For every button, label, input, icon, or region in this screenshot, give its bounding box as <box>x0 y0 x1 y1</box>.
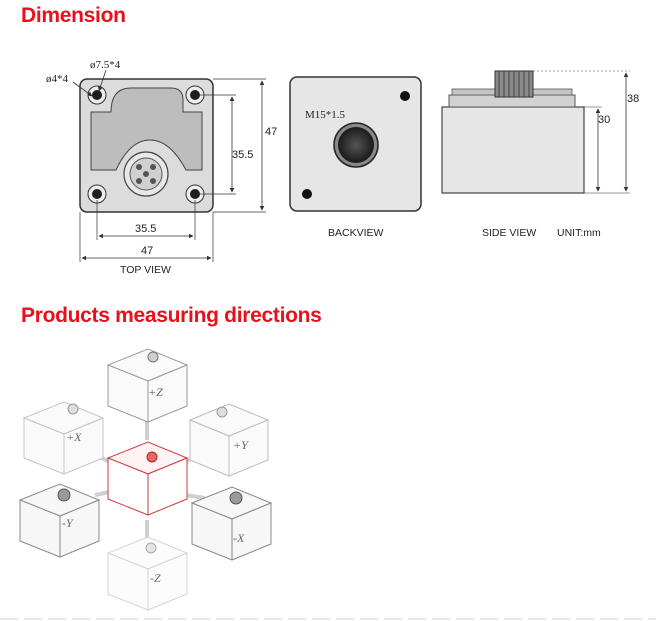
top-height-inner: 35.5 <box>232 149 253 161</box>
top-width-outer: 47 <box>141 245 153 257</box>
hole-label-inner: ø4*4 <box>46 73 69 85</box>
top-view-caption: TOP VIEW <box>120 264 171 276</box>
dimension-title: Dimension <box>21 4 126 27</box>
axis-minus-x: -X <box>233 531 245 545</box>
top-height-outer: 47 <box>265 126 277 138</box>
mount-hole-icon <box>92 189 102 199</box>
top-view-drawing <box>72 69 266 262</box>
screw-icon <box>302 189 312 199</box>
directions-diagram <box>0 348 656 620</box>
hole-label-outer: ø7.5*4 <box>90 59 121 71</box>
top-width-inner: 35.5 <box>135 223 156 235</box>
unit-label: UNIT:mm <box>557 227 601 239</box>
side-height-outer: 38 <box>627 93 639 105</box>
back-view-caption: BACKVIEW <box>328 227 384 239</box>
axis-minus-z: -Z <box>150 571 161 585</box>
axis-plus-x: +X <box>66 430 82 444</box>
mount-hole-icon <box>92 90 102 100</box>
thread-label: M15*1.5 <box>305 109 346 121</box>
directions-title: Products measuring directions <box>21 304 322 327</box>
mount-hole-icon <box>190 189 200 199</box>
side-view-caption: SIDE VIEW <box>482 227 536 239</box>
axis-plus-z: +Z <box>148 385 163 399</box>
axis-minus-y: -Y <box>62 516 74 530</box>
mount-hole-icon <box>190 90 200 100</box>
top-view-cover <box>90 87 203 171</box>
screw-icon <box>400 91 410 101</box>
side-view-body <box>441 106 585 194</box>
axis-plus-y: +Y <box>233 438 249 452</box>
side-view-drawing <box>441 70 630 194</box>
side-height-inner: 30 <box>598 114 610 126</box>
back-view-drawing <box>289 76 422 212</box>
